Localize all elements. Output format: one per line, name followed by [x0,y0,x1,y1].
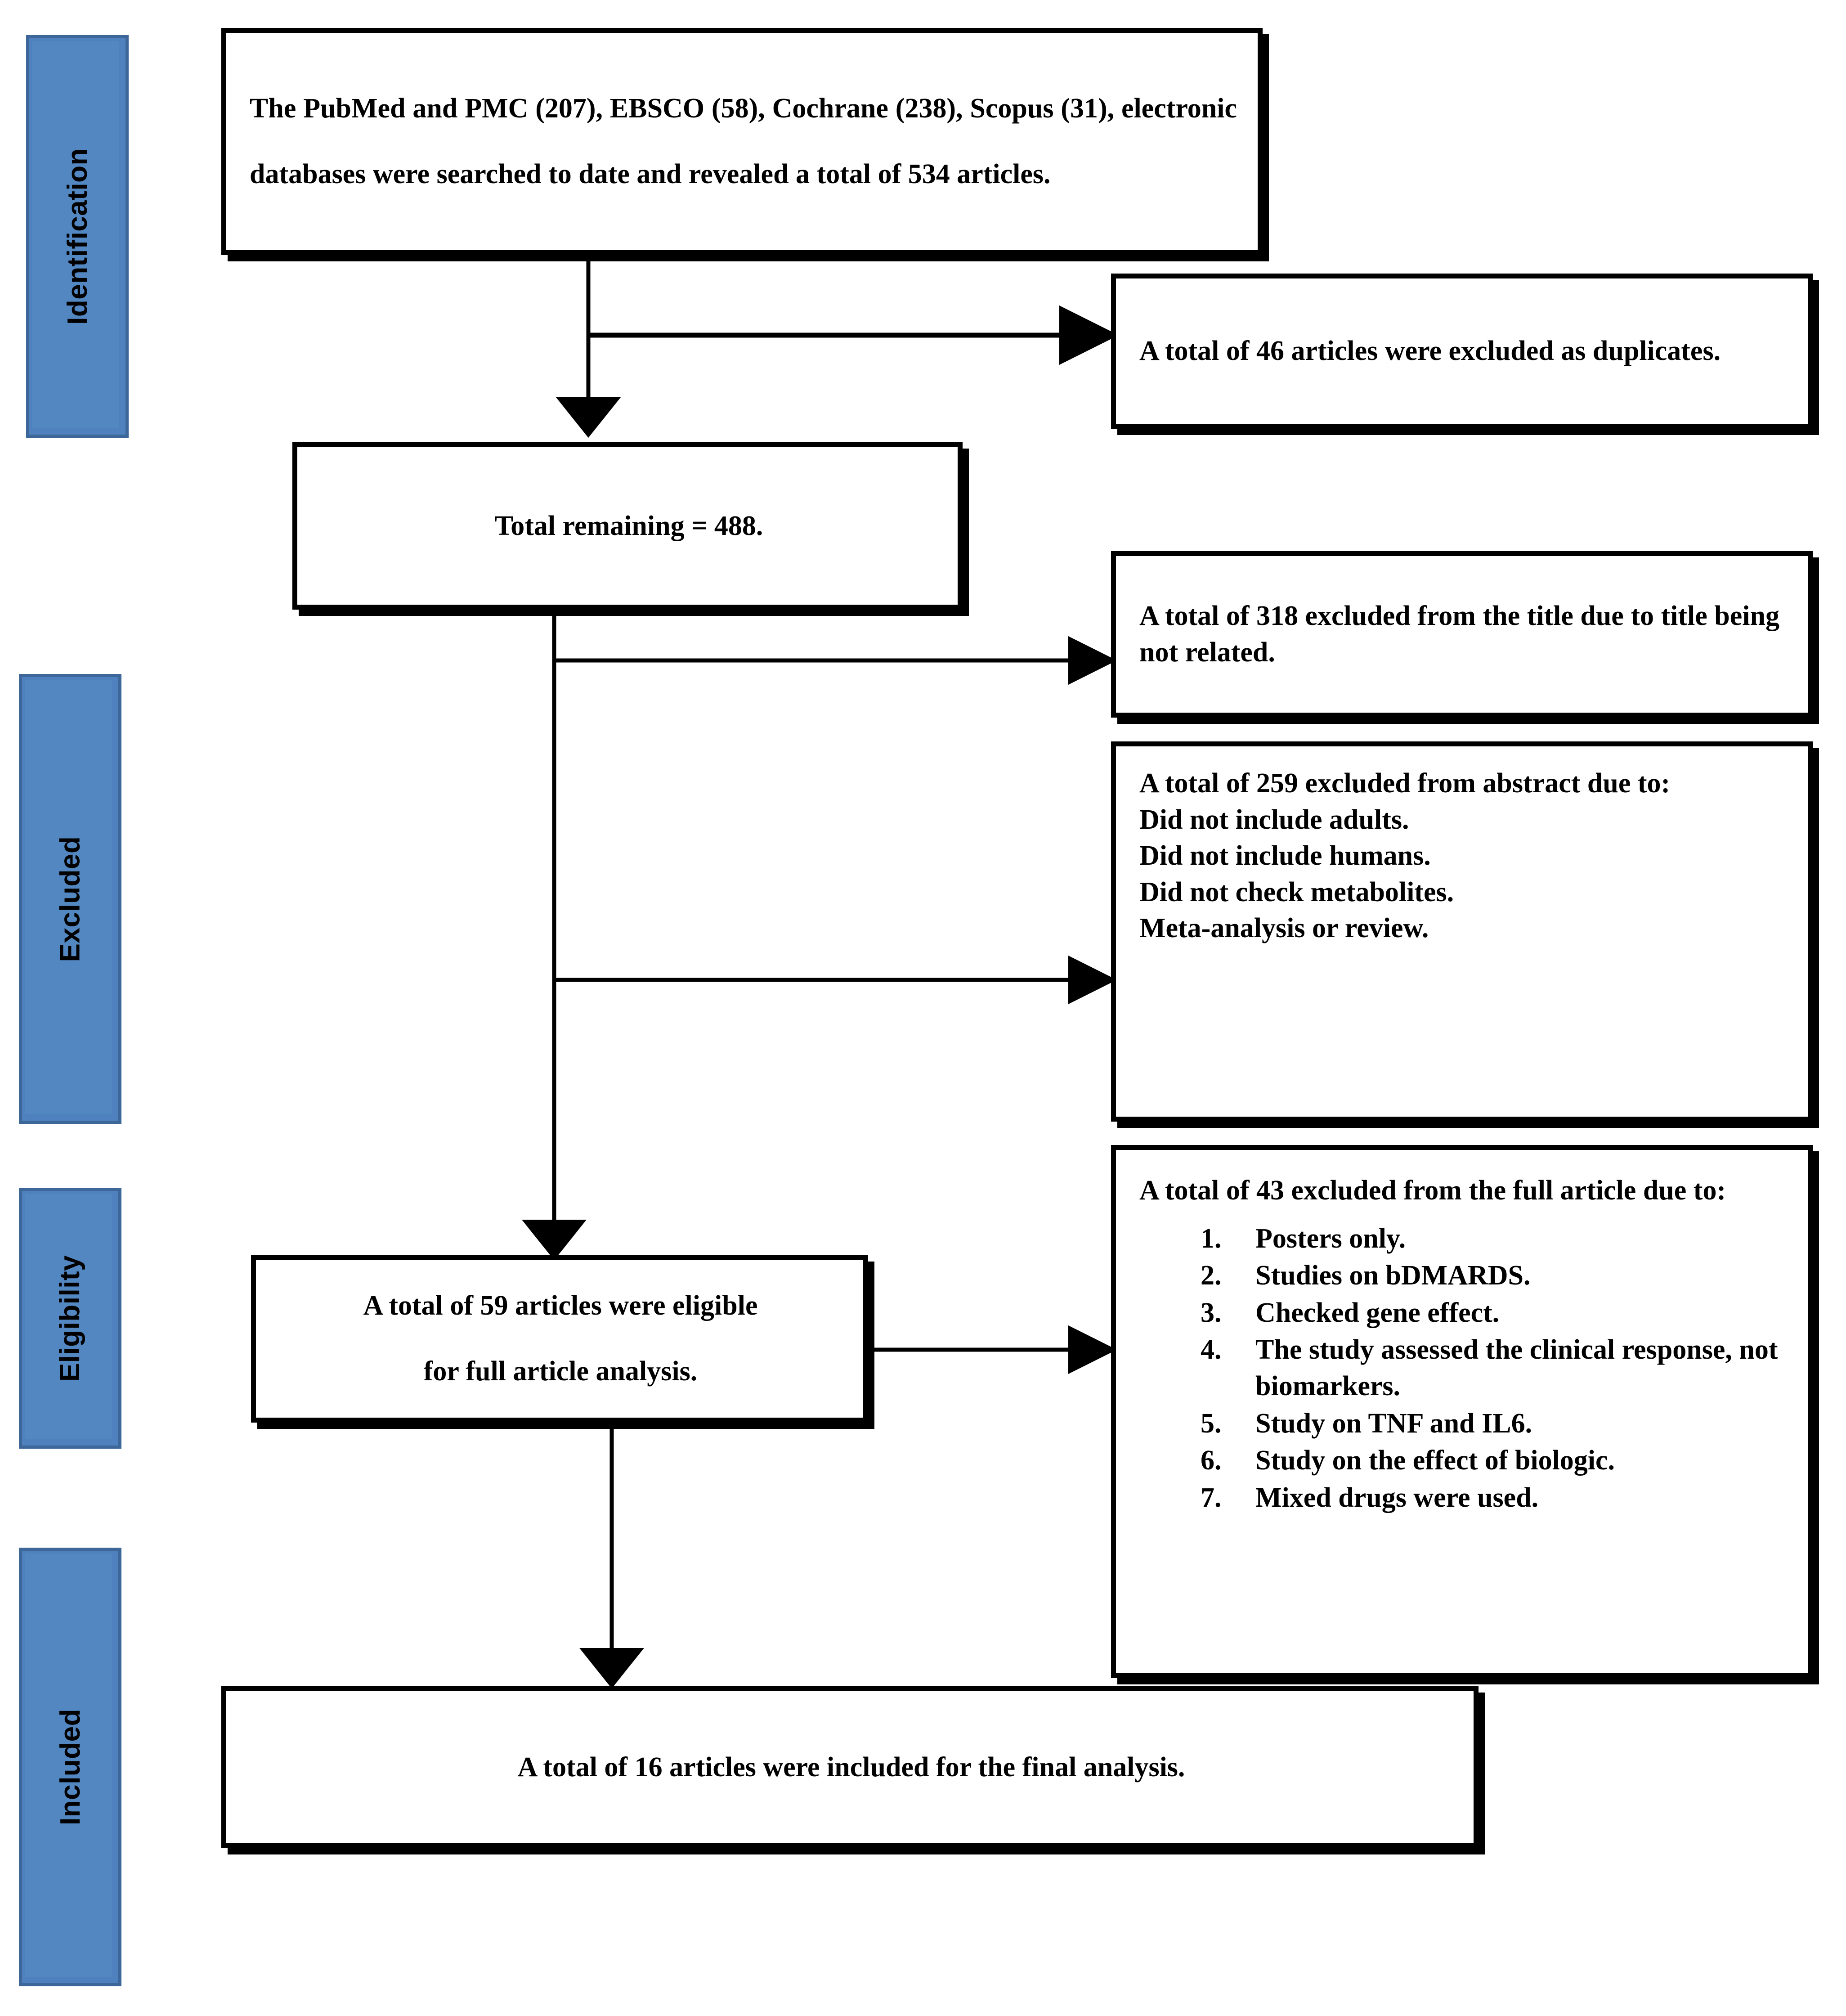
abstract-excluded-reason: Did not include humans. [1139,840,1431,871]
fulltext-excluded-reason: Mixed drugs were used. [1228,1480,1808,1516]
studies-included-text: A total of 16 articles were included for… [517,1751,1185,1783]
fulltext-excluded-reason: Checked gene effect. [1228,1295,1808,1331]
box-abstract-excluded: A total of 259 excluded from abstract du… [1111,741,1813,1122]
fulltext-excluded-reason: Study on the effect of biologic. [1228,1442,1808,1479]
stage-label-excluded: Excluded [54,836,86,962]
box-duplicates-excluded: A total of 46 articles were excluded as … [1111,274,1813,429]
abstract-excluded-reason: Did not check metabolites. [1139,876,1454,907]
box-title-excluded: A total of 318 excluded from the title d… [1111,551,1813,718]
stage-chip-eligibility: Eligibility [19,1188,121,1449]
fulltext-excluded-reason: The study assessed the clinical response… [1228,1332,1808,1404]
box-studies-included: A total of 16 articles were included for… [221,1686,1479,1848]
records-remaining-text: Total remaining = 488. [494,510,763,541]
stage-label-identification: Identification [62,148,93,325]
stage-chip-identification: Identification [26,35,129,438]
abstract-excluded-reason: Did not include adults. [1139,804,1409,835]
fulltext-excluded-reason-list: Posters only. Studies on bDMARDS. Checke… [1116,1221,1808,1517]
stage-chip-included: Included [19,1548,121,1986]
title-excluded-text: A total of 318 excluded from the title d… [1139,601,1779,668]
full-text-eligible-line1: A total of 59 articles were eligible [363,1290,758,1321]
fulltext-excluded-reason: Posters only. [1228,1221,1808,1257]
records-identified-text: The PubMed and PMC (207), EBSCO (58), Co… [250,93,1237,189]
box-full-text-eligible: A total of 59 articles were eligible for… [251,1255,868,1423]
box-records-remaining: Total remaining = 488. [292,442,963,610]
box-fulltext-excluded: A total of 43 excluded from the full art… [1111,1145,1813,1678]
stage-chip-excluded: Excluded [19,674,121,1124]
full-text-eligible-line2: for full article analysis. [423,1356,698,1387]
stage-label-included: Included [54,1709,86,1825]
abstract-excluded-reason: Meta-analysis or review. [1139,913,1429,944]
fulltext-excluded-reason: Studies on bDMARDS. [1228,1257,1808,1294]
abstract-excluded-heading: A total of 259 excluded from abstract du… [1139,768,1671,799]
duplicates-excluded-text: A total of 46 articles were excluded as … [1139,335,1721,366]
fulltext-excluded-reason: Study on TNF and IL6. [1228,1405,1808,1442]
box-records-identified: The PubMed and PMC (207), EBSCO (58), Co… [221,28,1263,255]
fulltext-excluded-heading: A total of 43 excluded from the full art… [1139,1175,1726,1206]
stage-label-eligibility: Eligibility [54,1255,86,1382]
